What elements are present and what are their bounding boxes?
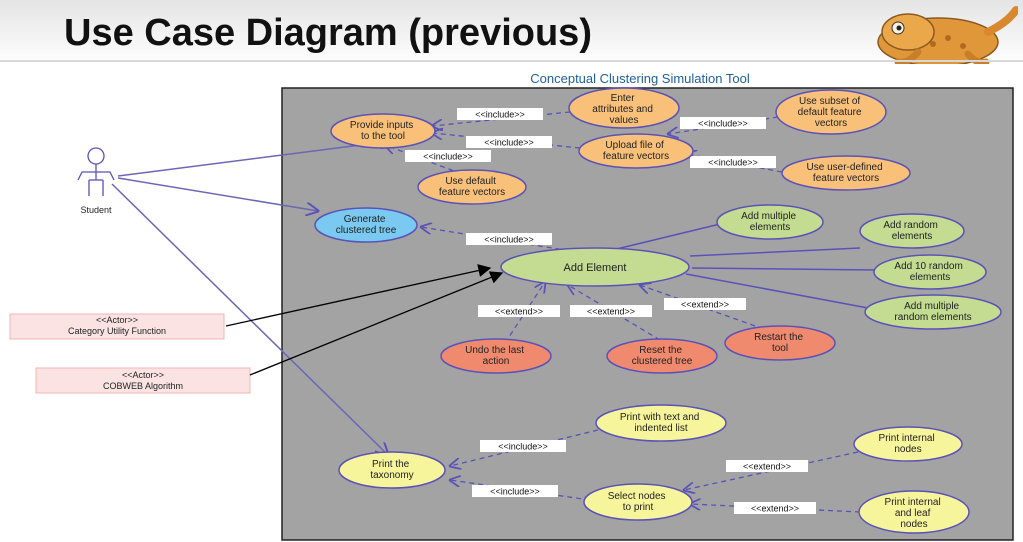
use-case-provide-inputs: Provide inputs to the tool <box>330 113 436 149</box>
svg-text:Print the taxonomy: Print the taxonomy <box>370 459 413 481</box>
student-actor <box>77 147 115 196</box>
use-case-add-multiple-random: Add multiple random elements <box>864 294 1002 330</box>
use-case-add-random-elements: Add random elements <box>859 213 965 249</box>
svg-text:<<include>>: <<include>> <box>423 152 473 162</box>
svg-text:Generate clustered tree: Generate clustered tree <box>336 214 397 236</box>
extend-label: <<extend>> <box>570 305 652 317</box>
svg-text:<<include>>: <<include>> <box>475 110 525 120</box>
use-case-print-text-list: Print with text and indented list <box>595 404 727 442</box>
use-case-print-taxonomy: Print the taxonomy <box>338 451 446 489</box>
student-associations <box>111 141 392 455</box>
svg-text:Print internal nodes: Print internal nodes <box>879 433 938 455</box>
gecko-mascot-icon <box>877 6 1018 64</box>
use-case-use-default: Use default feature vectors <box>417 169 527 205</box>
extend-label: <<extend>> <box>734 502 816 514</box>
svg-text:<<include>>: <<include>> <box>484 235 534 245</box>
svg-text:Provide inputs to the to: Provide inputs to the tool <box>350 120 416 142</box>
extend-label: <<extend>> <box>664 298 746 310</box>
svg-text:<<include>>: <<include>> <box>490 487 540 497</box>
svg-text:Add random elements: Add random elements <box>883 220 940 242</box>
include-label: <<include>> <box>472 485 558 497</box>
actor-category-utility-function: <<Actor>> Category Utility Function <box>9 313 225 340</box>
svg-text:<<extend>>: <<extend>> <box>587 307 635 317</box>
student-label: Student <box>80 205 112 215</box>
extend-label: <<extend>> <box>478 305 560 317</box>
svg-text:Print internal and leaf: Print internal and leaf nodes <box>885 497 944 530</box>
title-band <box>0 0 1023 64</box>
actor-to-add-element-links <box>225 264 504 376</box>
svg-text:Add multiple random elem: Add multiple random elements <box>894 301 971 323</box>
actor-stereotype: <<Actor>> <box>96 315 138 325</box>
svg-text:Reset the clustered tree: Reset the clustered tree <box>632 345 693 367</box>
use-case-enter-attributes: Enter attributes and values <box>568 87 680 129</box>
use-case-print-internal: Print internal nodes <box>853 426 963 462</box>
svg-text:Select nodes to print: Select nodes to print <box>608 491 669 513</box>
use-case-upload-file: Upload file of feature vectors <box>578 133 694 169</box>
actor-cobweb-algorithm: <<Actor>> COBWEB Algorithm <box>35 367 251 394</box>
include-label: <<include>> <box>680 117 766 129</box>
use-case-select-nodes: Select nodes to print <box>583 483 693 521</box>
svg-text:<<include>>: <<include>> <box>484 138 534 148</box>
svg-text:Add Element: Add Element <box>564 262 627 274</box>
include-label: <<include>> <box>466 136 552 148</box>
svg-text:Add multiple elements: Add multiple elements <box>741 211 799 233</box>
include-label: <<include>> <box>405 150 491 162</box>
relation-labels: <<include>> <<include>> <<include>> <<in… <box>405 108 816 514</box>
svg-text:Use default feature vect: Use default feature vectors <box>439 176 505 198</box>
svg-text:Enter attributes and: Enter attributes and values <box>592 93 655 126</box>
svg-text:<<include>>: <<include>> <box>698 119 748 129</box>
svg-text:Undo the last action: Undo the last action <box>465 345 527 367</box>
actor-name: Category Utility Function <box>68 326 166 336</box>
use-case-use-user-defined: Use user-defined feature vectors <box>781 155 911 191</box>
svg-text:<<extend>>: <<extend>> <box>681 300 729 310</box>
use-case-use-subset: Use subset of default feature vectors <box>775 89 887 135</box>
use-case-add-element: Add Element <box>500 247 690 287</box>
use-case-print-internal-leaf: Print internal and leaf nodes <box>858 490 970 534</box>
svg-text:Upload file of feature v: Upload file of feature vectors <box>603 140 669 162</box>
include-label: <<include>> <box>466 233 552 245</box>
slide-title: Use Case Diagram (previous) <box>64 12 592 54</box>
svg-text:Print with text and inde: Print with text and indented list <box>620 412 702 434</box>
use-case-generate-tree: Generate clustered tree <box>314 207 418 243</box>
actor-stereotype: <<Actor>> <box>122 370 164 380</box>
use-case-add-10-random: Add 10 random elements <box>873 254 987 290</box>
diagram-header: Conceptual Clustering Simulation Tool <box>530 71 750 86</box>
actor-name: COBWEB Algorithm <box>103 381 183 391</box>
svg-text:Restart the tool: Restart the tool <box>754 332 806 354</box>
slide-divider <box>0 60 1023 62</box>
svg-text:Add 10 random elements: Add 10 random elements <box>894 261 965 283</box>
use-case-restart-tool: Restart the tool <box>724 325 836 361</box>
svg-text:<<extend>>: <<extend>> <box>495 307 543 317</box>
svg-text:<<extend>>: <<extend>> <box>751 504 799 514</box>
svg-text:<<include>>: <<include>> <box>708 158 758 168</box>
use-case-add-multiple-elements: Add multiple elements <box>716 204 824 240</box>
use-case-reset-tree: Reset the clustered tree <box>606 338 718 374</box>
svg-text:Use subset of default fe: Use subset of default feature vectors <box>798 96 865 129</box>
svg-text:<<extend>>: <<extend>> <box>743 462 791 472</box>
extend-label: <<extend>> <box>726 460 808 472</box>
include-label: <<include>> <box>480 440 566 452</box>
use-case-undo-last-action: Undo the last action <box>440 338 552 374</box>
svg-text:Use user-defined feature: Use user-defined feature vectors <box>807 162 886 184</box>
include-label: <<include>> <box>690 156 776 168</box>
svg-text:<<include>>: <<include>> <box>498 442 548 452</box>
include-label: <<include>> <box>457 108 543 120</box>
